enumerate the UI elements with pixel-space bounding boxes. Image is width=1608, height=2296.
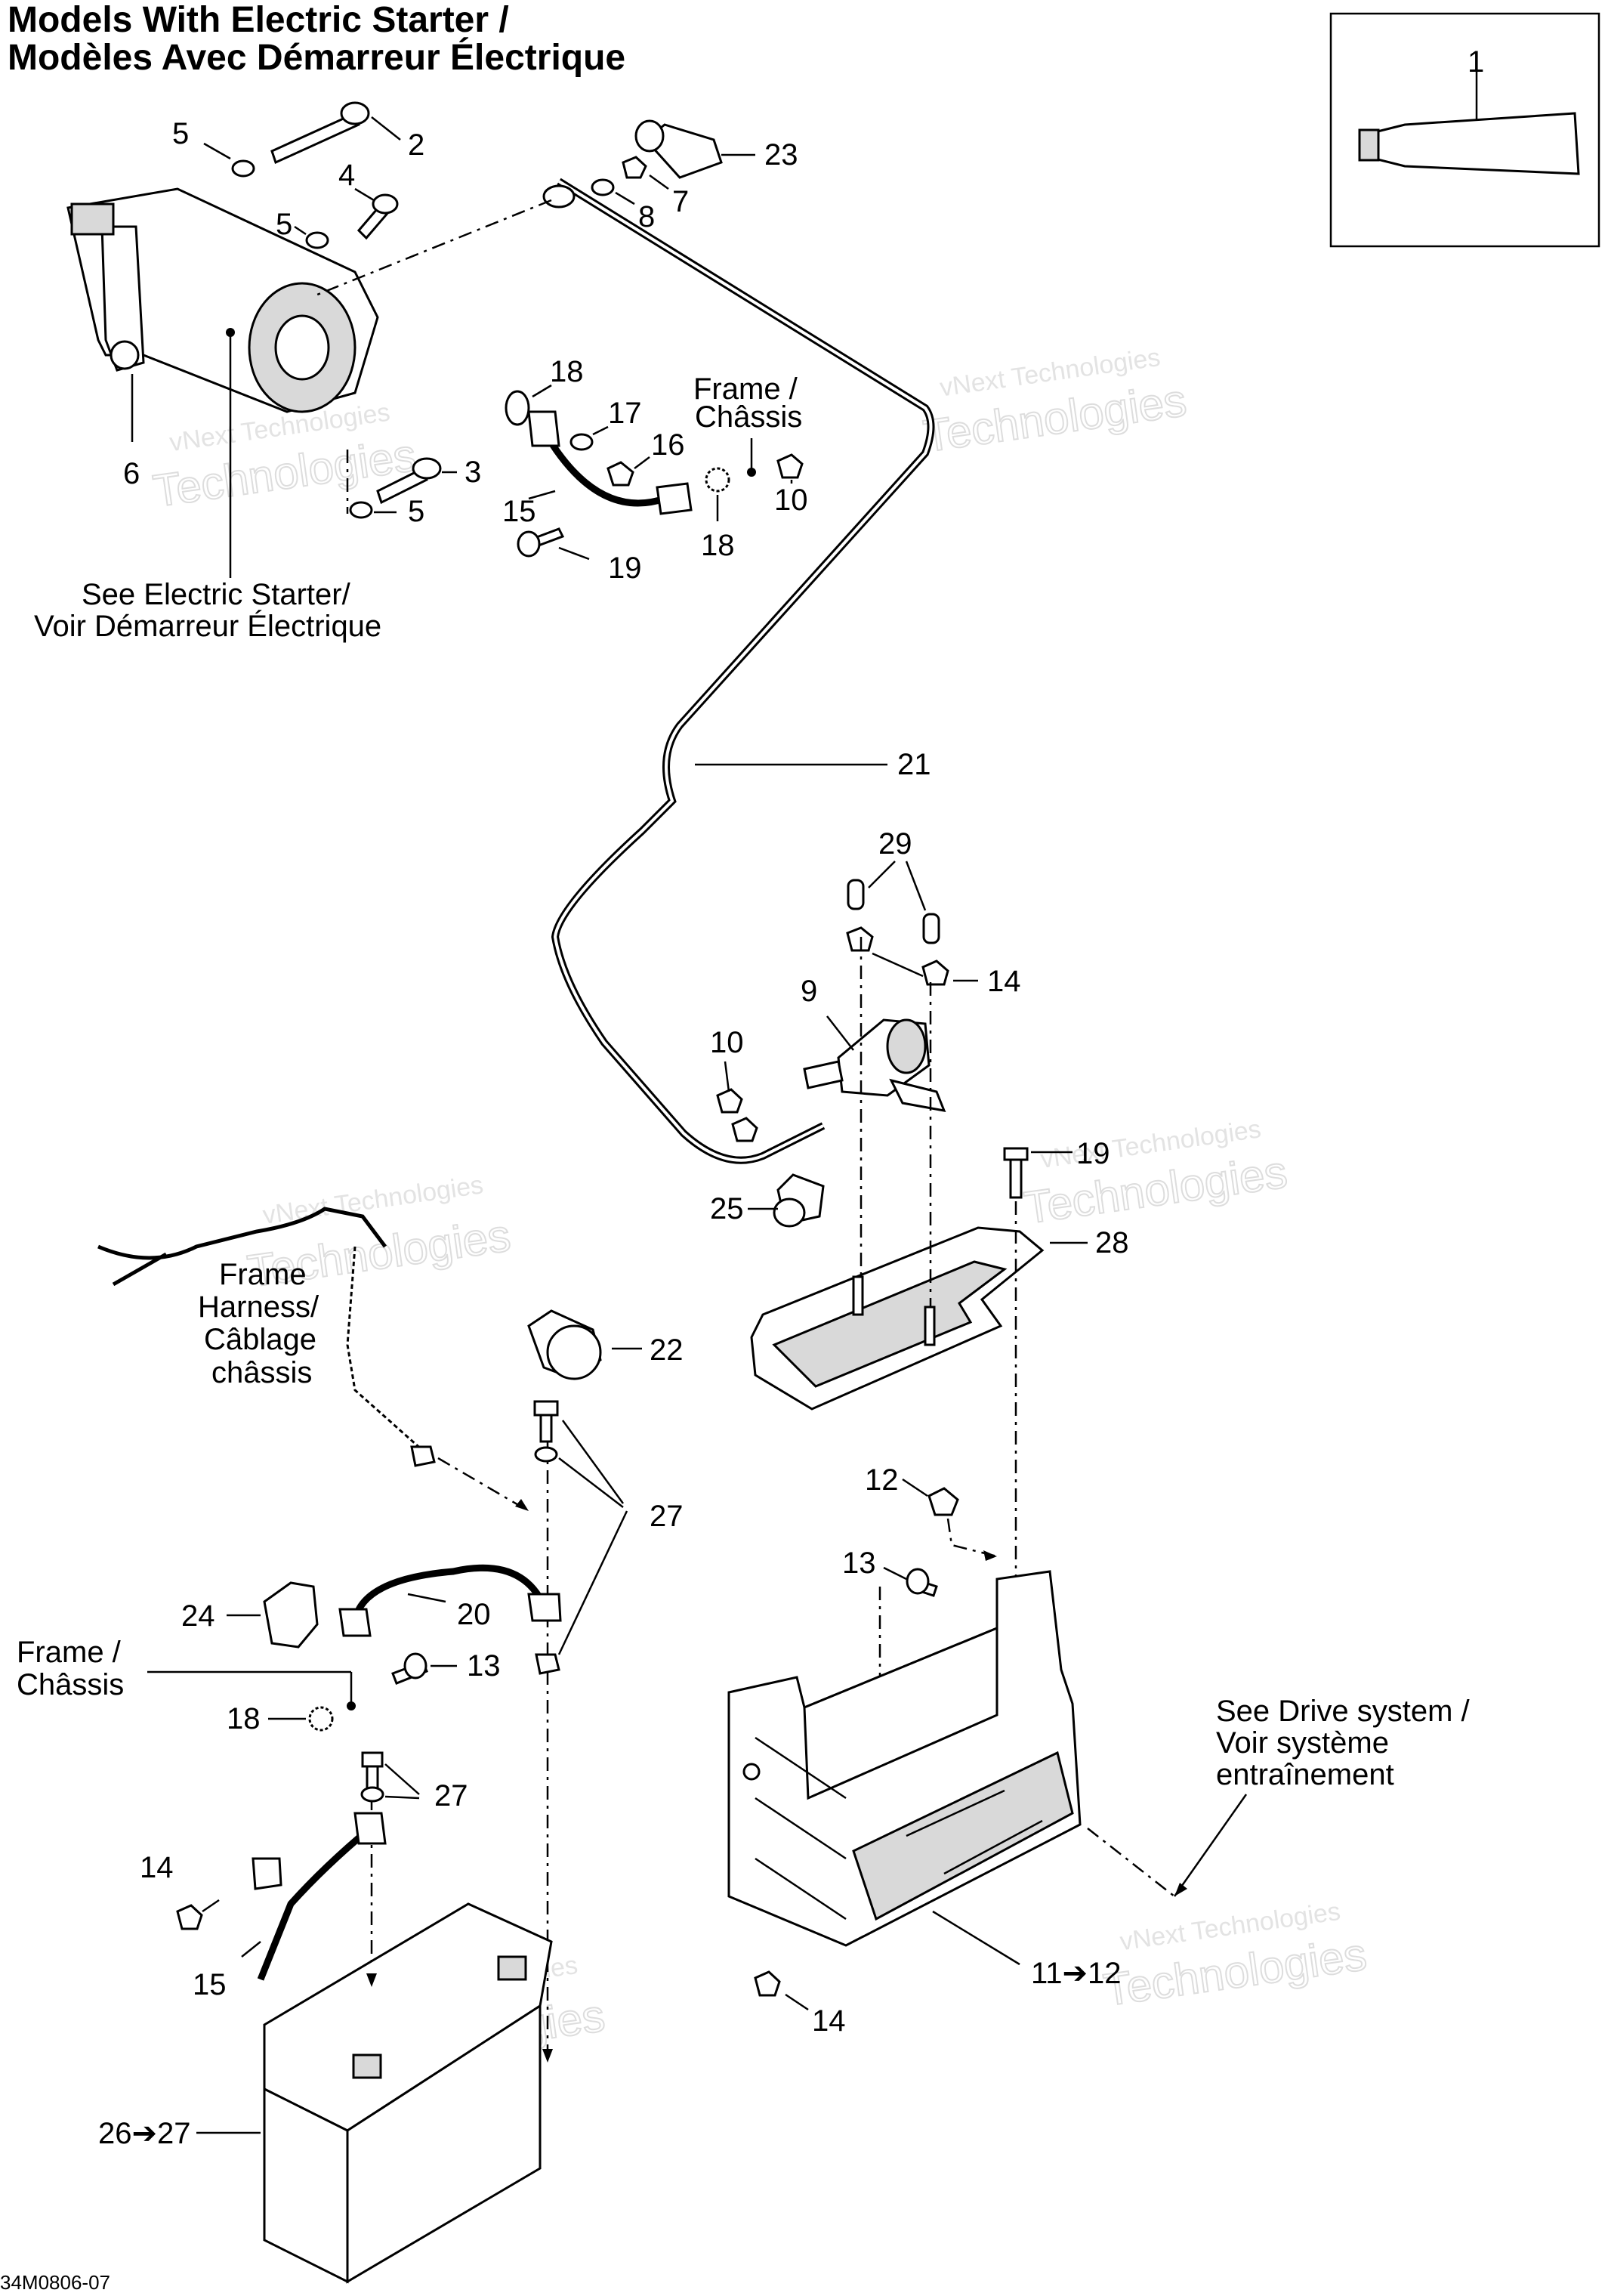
bolt-27-lower bbox=[360, 1751, 384, 1803]
callout-15-bottom: 15 bbox=[193, 1968, 227, 2001]
note-frame-bottom-line1: Frame / bbox=[17, 1636, 122, 1669]
callout-18-top: 18 bbox=[550, 355, 584, 388]
note-see-starter-line2: Voir Démarreur Électrique bbox=[34, 609, 381, 643]
callout-18-frame: 18 bbox=[701, 529, 735, 562]
boot-22 bbox=[527, 1309, 602, 1380]
note-drive-line2: Voir système bbox=[1216, 1726, 1389, 1760]
bolt-4 bbox=[356, 193, 399, 240]
note-drive-line1: See Drive system / bbox=[1216, 1695, 1471, 1728]
bolt-13-right bbox=[906, 1568, 938, 1597]
note-harness-line3: Câblage bbox=[204, 1323, 316, 1356]
callout-5-mid: 5 bbox=[276, 208, 292, 241]
callout-15-top: 15 bbox=[502, 495, 536, 528]
callout-19-top: 19 bbox=[608, 552, 642, 585]
callout-4: 4 bbox=[338, 159, 355, 192]
callout-11: 11➔12 bbox=[1031, 1957, 1122, 1990]
callout-21: 21 bbox=[897, 748, 931, 781]
starter-motor bbox=[66, 187, 379, 413]
grease-tube-part bbox=[1358, 53, 1580, 175]
callout-28: 28 bbox=[1095, 1226, 1129, 1259]
note-frame-top-line1: Frame / bbox=[693, 372, 798, 406]
note-see-starter-line1: See Electric Starter/ bbox=[82, 578, 351, 611]
callout-7: 7 bbox=[672, 185, 689, 218]
callout-14-left: 14 bbox=[140, 1851, 174, 1884]
bolt-13-left bbox=[391, 1652, 428, 1685]
note-harness-line1: Frame bbox=[219, 1258, 307, 1291]
frame-harness bbox=[97, 1207, 529, 1513]
callout-13-right: 13 bbox=[842, 1547, 876, 1580]
callout-24: 24 bbox=[181, 1599, 215, 1633]
solenoid-9 bbox=[803, 1018, 946, 1112]
callout-5-low: 5 bbox=[408, 495, 424, 528]
reference-code: 34M0806-07 bbox=[0, 2271, 110, 2294]
callout-17: 17 bbox=[608, 397, 642, 430]
note-harness-line4: châssis bbox=[211, 1356, 312, 1389]
bracket-28 bbox=[750, 1226, 1045, 1411]
callout-9: 9 bbox=[801, 975, 817, 1008]
callout-27-low: 27 bbox=[434, 1779, 468, 1812]
callout-16: 16 bbox=[651, 428, 685, 462]
callout-14-bottom: 14 bbox=[812, 2004, 846, 2038]
title-line-2: Modèles Avec Démarreur Électrique bbox=[8, 37, 625, 78]
note-harness-line2: Harness/ bbox=[198, 1290, 319, 1324]
boot-25 bbox=[773, 1173, 825, 1228]
callout-20: 20 bbox=[457, 1598, 491, 1631]
callout-18-bottom: 18 bbox=[227, 1702, 261, 1735]
callout-23: 23 bbox=[764, 138, 798, 172]
callout-14-solenoid: 14 bbox=[987, 965, 1021, 998]
callout-5-top: 5 bbox=[172, 117, 189, 150]
bolt-19-top bbox=[517, 527, 565, 558]
callout-6: 6 bbox=[123, 457, 140, 490]
boot-24 bbox=[263, 1581, 319, 1649]
cable-15-bottom bbox=[252, 1812, 387, 1981]
callout-12: 12 bbox=[865, 1463, 899, 1497]
bolt-2 bbox=[270, 101, 370, 165]
callout-8: 8 bbox=[638, 200, 655, 233]
battery-tray-11 bbox=[727, 1570, 1082, 1947]
callout-2: 2 bbox=[408, 128, 424, 162]
cable-20 bbox=[338, 1564, 562, 1637]
callout-22: 22 bbox=[650, 1333, 684, 1367]
boot-23 bbox=[634, 119, 723, 179]
grease-tube-frame bbox=[1329, 12, 1600, 248]
callout-10-solenoid: 10 bbox=[710, 1026, 744, 1059]
callout-26: 26➔27 bbox=[98, 2117, 191, 2150]
title-line-1: Models With Electric Starter / bbox=[8, 0, 509, 40]
note-frame-top-line2: Châssis bbox=[695, 400, 802, 434]
note-drive-line3: entraînement bbox=[1216, 1758, 1394, 1791]
callout-19-low: 19 bbox=[1076, 1137, 1110, 1170]
callout-25: 25 bbox=[710, 1192, 744, 1225]
note-frame-bottom-line2: Châssis bbox=[17, 1668, 124, 1701]
bolt-19-low bbox=[1003, 1147, 1029, 1199]
callout-13-left: 13 bbox=[467, 1649, 501, 1683]
battery-26 bbox=[263, 1902, 553, 2284]
callout-3: 3 bbox=[464, 456, 481, 489]
callout-29: 29 bbox=[878, 827, 912, 861]
callout-27-top: 27 bbox=[650, 1500, 684, 1533]
callout-1: 1 bbox=[1468, 45, 1484, 79]
callout-10-top: 10 bbox=[774, 484, 808, 517]
bolt-3 bbox=[376, 457, 442, 505]
bolt-27 bbox=[533, 1400, 560, 1675]
cable-15-top bbox=[527, 410, 693, 515]
